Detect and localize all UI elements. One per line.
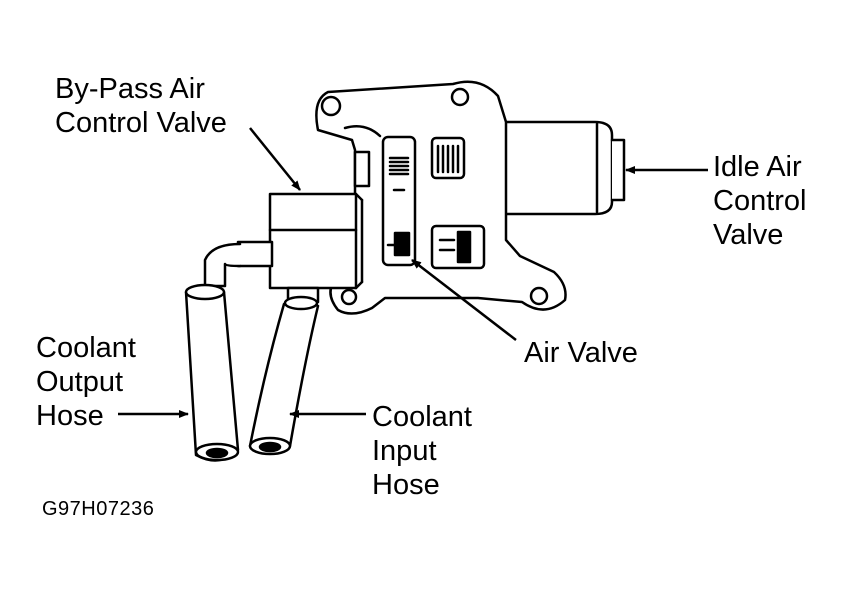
input-hose-label-line3: Hose bbox=[372, 469, 440, 501]
air-valve-leader-arrow bbox=[411, 259, 517, 341]
air-valve-label: Air Valve bbox=[524, 337, 638, 369]
bolt-hole bbox=[529, 286, 549, 306]
figure-code: G97H07236 bbox=[42, 498, 155, 520]
input-hose-label-line2: Input bbox=[372, 435, 437, 467]
output-hose-label-line3: Hose bbox=[36, 400, 104, 432]
idle-valve-label-line3: Valve bbox=[713, 219, 784, 251]
air-valve bbox=[381, 135, 417, 267]
bypass-valve-label-line1: By-Pass Air bbox=[55, 73, 205, 105]
upper-window bbox=[430, 136, 466, 180]
idle-valve-label-line2: Control bbox=[713, 185, 807, 217]
bypass-leader-arrow bbox=[249, 127, 301, 191]
output-hose-label-line2: Output bbox=[36, 366, 124, 398]
coolant-output-hose bbox=[184, 242, 242, 462]
bolt-hole bbox=[340, 288, 358, 306]
body-tab bbox=[353, 150, 371, 188]
bolt-hole bbox=[320, 95, 342, 117]
input-hose-label-line1: Coolant bbox=[372, 401, 472, 433]
bypass-air-control-valve bbox=[236, 192, 364, 290]
lower-window bbox=[430, 224, 486, 270]
bolt-hole bbox=[450, 87, 470, 107]
coolant-input-hose bbox=[248, 286, 320, 456]
idle-valve-label-line1: Idle Air bbox=[713, 151, 802, 183]
idle-air-control-valve-motor bbox=[503, 120, 626, 216]
bypass-valve-label-line2: Control Valve bbox=[55, 107, 227, 139]
output-hose-label-line1: Coolant bbox=[36, 332, 136, 364]
